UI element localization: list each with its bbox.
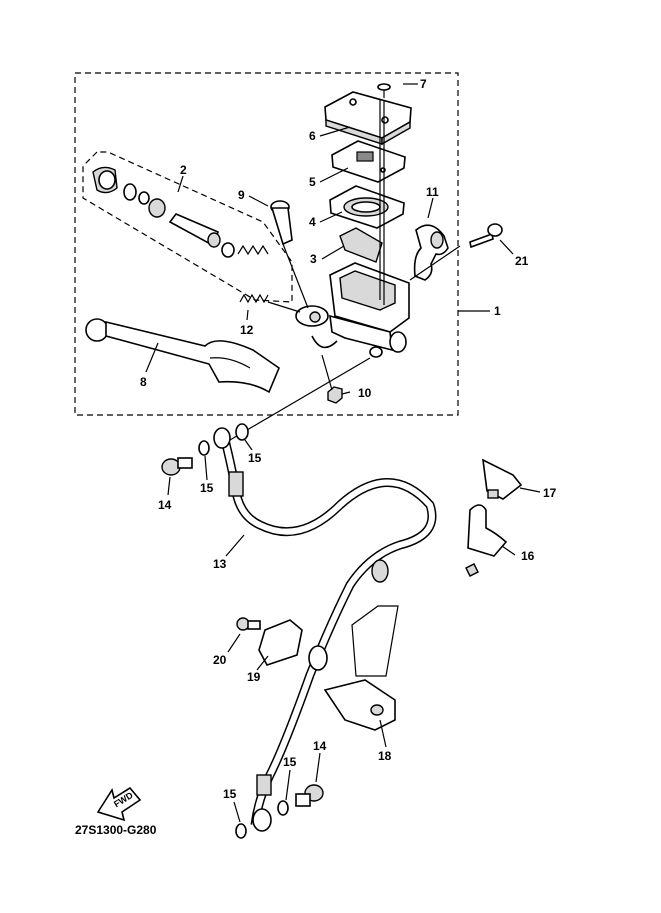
brake-hose-part-13 — [213, 427, 437, 832]
label-part-1: 1 — [494, 304, 501, 318]
assembly-boundary — [74, 72, 459, 416]
label-part-18: 18 — [378, 749, 392, 763]
piston-kit-part-2 — [92, 166, 269, 258]
spring-part-12 — [239, 293, 269, 304]
label-part-5: 5 — [309, 175, 316, 189]
label-part-4: 4 — [309, 215, 316, 229]
clamp-holder-part-11 — [413, 224, 449, 281]
label-part-3: 3 — [310, 252, 317, 266]
label-part-2: 2 — [180, 163, 187, 177]
forward-arrow-icon: FWD — [96, 786, 142, 822]
screw-part-7 — [377, 83, 391, 98]
union-bolt-part-14-a — [161, 457, 193, 476]
label-part-15-d: 15 — [223, 787, 237, 801]
float-plate-part-3 — [339, 227, 383, 263]
label-part-14-a: 14 — [158, 498, 172, 512]
label-part-7: 7 — [420, 77, 427, 91]
washer-part-15-c — [277, 800, 289, 816]
label-part-21: 21 — [515, 254, 529, 268]
label-part-17: 17 — [543, 486, 557, 500]
diaphragm-part-4 — [329, 185, 405, 229]
label-part-15-c: 15 — [283, 755, 297, 769]
label-part-16: 16 — [521, 549, 535, 563]
bolt-part-21 — [469, 223, 503, 249]
label-part-9: 9 — [238, 188, 245, 202]
nut-part-10 — [327, 386, 343, 404]
piston-kit-boundary — [82, 151, 293, 303]
union-bolt-part-14-b — [295, 784, 324, 807]
bolt-part-20 — [236, 617, 261, 631]
washer-part-15-b — [198, 440, 210, 456]
label-part-15-b: 15 — [200, 481, 214, 495]
label-part-11: 11 — [426, 185, 439, 199]
label-part-20: 20 — [213, 653, 227, 667]
label-part-12: 12 — [240, 323, 254, 337]
label-part-6: 6 — [309, 129, 316, 143]
pivot-bolt-part-9 — [270, 200, 293, 246]
label-part-13: 13 — [213, 557, 227, 571]
diaphragm-plate-part-5 — [331, 140, 406, 183]
bracket-part-17 — [482, 458, 523, 500]
label-part-19: 19 — [247, 670, 261, 684]
label-part-15-a: 15 — [248, 451, 262, 465]
label-part-10: 10 — [358, 386, 372, 400]
guide-bracket-part-18 — [323, 605, 399, 731]
label-part-14-b: 14 — [313, 739, 327, 753]
hose-clamp-part-16 — [465, 504, 508, 577]
reservoir-cap-part-6 — [324, 91, 412, 146]
washer-part-15-d — [235, 823, 247, 839]
diagram-code: 27S1300-G280 — [75, 823, 157, 837]
label-part-8: 8 — [140, 375, 147, 389]
hose-clamp-part-19 — [258, 619, 303, 666]
washer-part-15-a — [235, 423, 249, 441]
master-cylinder-body — [295, 262, 410, 358]
brake-lever-part-8 — [85, 318, 280, 394]
